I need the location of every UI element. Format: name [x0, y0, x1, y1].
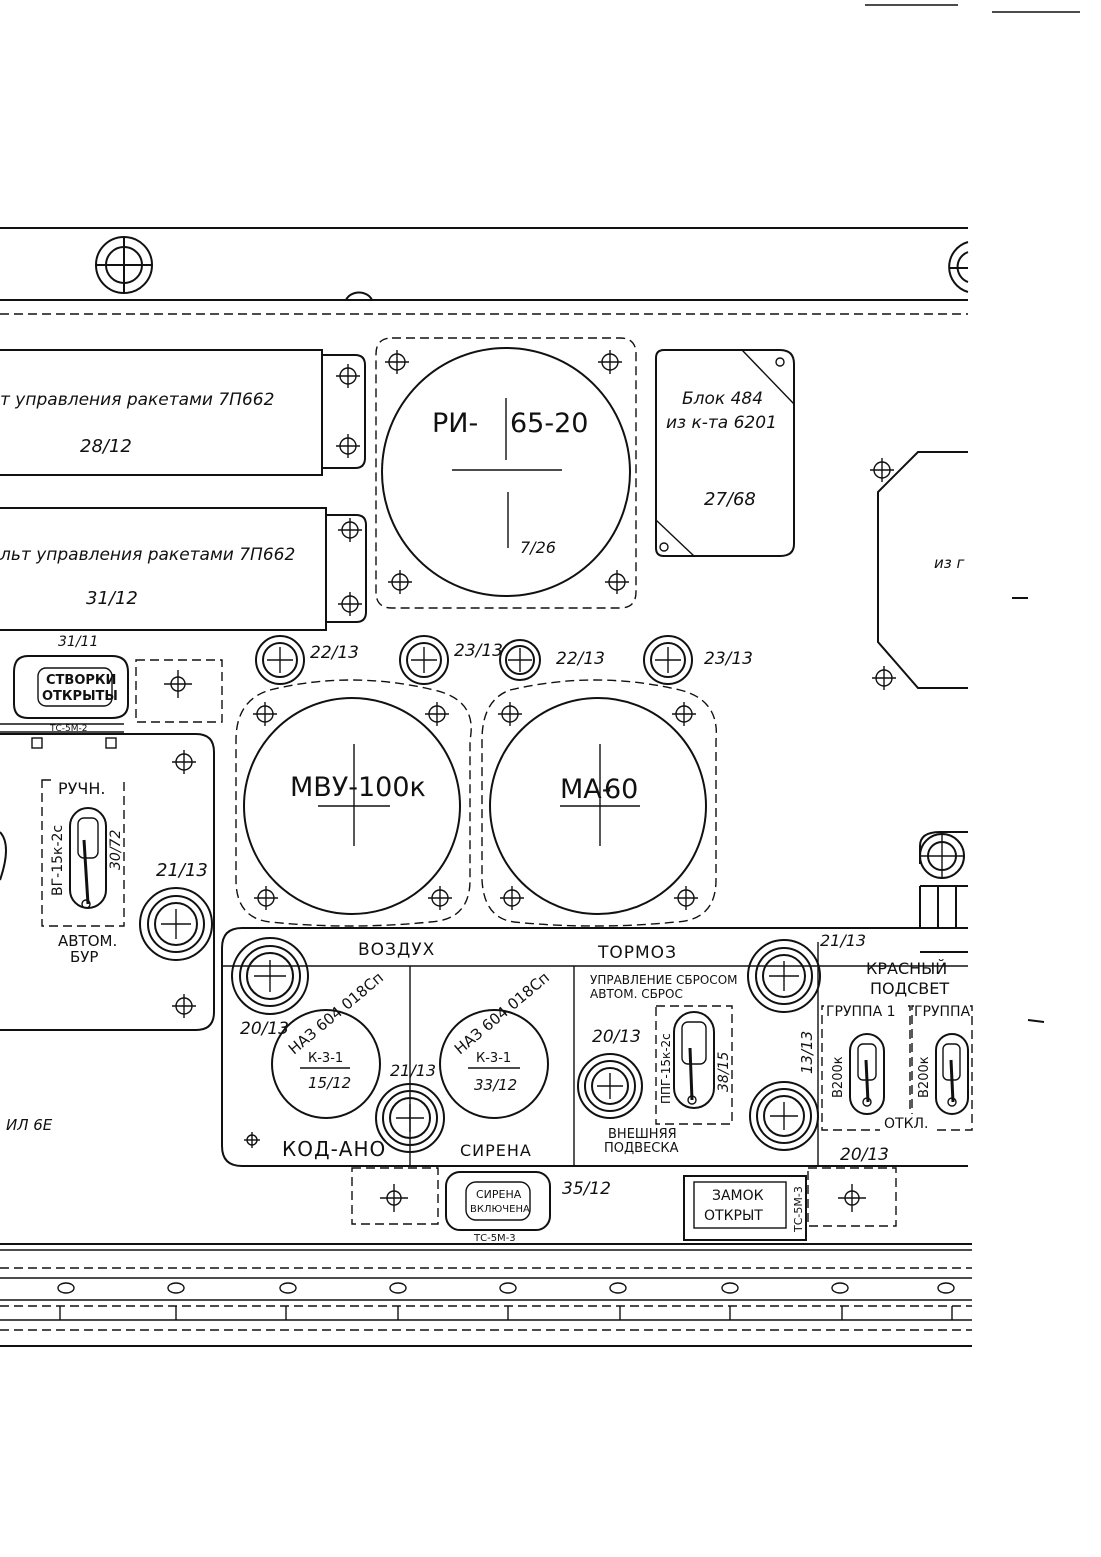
vneshnyaya2: ПОДВЕСКА: [604, 1141, 679, 1156]
podsvet-group2: ГРУППА: [914, 1004, 971, 1020]
sbros-switch-ref: 38/15: [716, 1052, 732, 1092]
sbros-switch-type: ППГ-15к-2с: [659, 1033, 673, 1104]
panel-bottom-label: льт управления ракетами 7П662: [0, 545, 295, 565]
sbros-title1: УПРАВЛЕНИЕ СБРОСОМ: [590, 973, 738, 987]
blok-484: Блок 484 из к-та 6201 27/68: [655, 349, 795, 557]
mvu-100k-indicator: МВУ- 100к: [235, 679, 472, 927]
naz-fuse-1: НАЗ 604 018Сп К-3-1 15/12: [271, 968, 387, 1119]
side-label: ИЛ 6Е: [6, 1116, 53, 1134]
left-lamp-ref: 21/13: [156, 860, 208, 881]
lamp-low: [749, 1081, 819, 1151]
blok-line2: из к-та 6201: [666, 413, 777, 433]
lamp: 23/13: [399, 635, 503, 685]
panel-bottom-number: 31/12: [86, 588, 138, 609]
lower-panel: ВОЗДУХ ТОРМОЗ 20/13 НАЗ 604 018Сп К-3-1 …: [221, 927, 968, 1167]
lamp-ref: 22/13: [310, 643, 359, 663]
blok-ref: 27/68: [704, 489, 756, 510]
right-post: [919, 831, 968, 953]
bottom-rail: [0, 1243, 972, 1347]
sirena-socket: ТС-5М-3: [473, 1233, 516, 1244]
sirena-on-line2: ВКЛЮЧЕНА: [470, 1204, 530, 1215]
ri-name-left: РИ-: [432, 408, 478, 439]
stvorki-socket: ТС-5М-2: [49, 724, 88, 734]
left-switch-bottom2: БУР: [70, 948, 98, 966]
podsvet-res1: В200к: [831, 1056, 846, 1098]
sirena-on-line1: СИРЕНА: [476, 1188, 522, 1201]
mount-square: [135, 659, 223, 723]
tormoz-label: ТОРМОЗ: [597, 943, 677, 963]
stvorki-ref: 31/11: [58, 634, 98, 650]
zamok-indicator: ЗАМОК ОТКРЫТ ТС-5М-3: [683, 1175, 807, 1241]
ri-ref: 7/26: [520, 538, 556, 557]
podsvet-title2: ПОДСВЕТ: [870, 979, 949, 998]
panel-top: т управления ракетами 7П662 28/12: [0, 349, 366, 476]
podsvet-ref: 20/13: [840, 1145, 889, 1165]
lamp-sbros: [577, 1053, 643, 1119]
blok-line1: Блок 484: [682, 389, 763, 409]
podsvet-otkl: ОТКЛ.: [884, 1116, 929, 1132]
ri-65-20-indicator: РИ- 65-20 7/26: [375, 337, 637, 609]
ma-name-right: 60: [604, 774, 638, 805]
lamp-tormoz: [747, 939, 821, 1013]
lamp: 22/13: [499, 639, 605, 681]
left-switch-block: РУЧН. ВГ-15к-2с 30/72 АВТОМ. БУР 21/13: [0, 733, 215, 1031]
lamp-vozduh: [231, 937, 309, 1015]
naz2-ref: 33/12: [474, 1076, 517, 1094]
bottom-row: СИРЕНА ВКЛЮЧЕНА ТС-5М-3 35/12 ЗАМОК ОТКР…: [351, 1167, 897, 1244]
top-frame: [0, 227, 969, 315]
right-cut-label: из г: [934, 554, 964, 572]
naz1-k: К-3-1: [308, 1051, 343, 1066]
zamok-socket: ТС-5М-3: [792, 1186, 805, 1233]
lamp-ref: 23/13: [704, 649, 753, 669]
ri-name-right: 65-20: [510, 408, 588, 439]
lamp-left-ref: 20/13: [240, 1019, 289, 1039]
panel-top-label: т управления ракетами 7П662: [0, 390, 274, 410]
kod-ano-label: КОД-АНО: [282, 1137, 386, 1161]
podsvet-title1: КРАСНЫЙ: [866, 959, 947, 978]
mvu-name-right: 100к: [358, 772, 426, 803]
sirena-ref: 35/12: [562, 1179, 611, 1199]
podsvet-group1: ГРУППА 1: [826, 1004, 896, 1020]
naz-fuse-2: НАЗ 604 018Сп К-3-1 33/12: [439, 968, 553, 1119]
panel-top-number: 28/12: [80, 436, 132, 457]
sbros-title2: АВТОМ. СБРОС: [590, 987, 683, 1001]
ma-name-left: МА-: [560, 774, 612, 805]
podsvet-block: КРАСНЫЙ ПОДСВЕТ ГРУППА 1 ГРУППА В200к В2…: [821, 959, 973, 1165]
sirena-label: СИРЕНА: [460, 1141, 532, 1160]
panel-bottom: льт управления ракетами 7П662 31/12: [0, 507, 367, 631]
left-switch-ref: 30/72: [108, 830, 124, 870]
lamp-mid-ref: 21/13: [390, 1061, 436, 1080]
lamp: 23/13: [643, 635, 753, 685]
sbros-lamp-ref: 20/13: [592, 1027, 641, 1047]
left-switch-top: РУЧН.: [58, 779, 105, 798]
naz2-k: К-3-1: [476, 1051, 511, 1066]
sirena-on-indicator: СИРЕНА ВКЛЮЧЕНА ТС-5М-3: [445, 1171, 551, 1244]
podsvet-res2: В200к: [917, 1056, 932, 1098]
lamp-ref: 23/13: [454, 641, 503, 661]
zamok-line2: ОТКРЫТ: [704, 1208, 763, 1224]
naz2-ring: НАЗ 604 018Сп: [451, 968, 553, 1058]
stvorki-indicator: 31/11 СТВОРКИ ОТКРЫТЫ ТС-5М-2: [0, 634, 129, 749]
right-cut-block: из г: [870, 451, 1045, 1023]
lamp-mid: [375, 1083, 445, 1153]
stvorki-line1: СТВОРКИ: [46, 673, 116, 688]
lamp: 22/13: [255, 635, 359, 685]
lamp-ref: 22/13: [556, 649, 605, 669]
lamp-right-ref: 21/13: [820, 931, 866, 950]
top-lamps: 22/13 23/13 22/13 23/13: [255, 635, 753, 685]
naz1-ref: 15/12: [308, 1074, 351, 1092]
mvu-name-left: МВУ-: [290, 772, 358, 803]
vozduh-label: ВОЗДУХ: [358, 940, 435, 960]
low-lamp-ref: 13/13: [798, 1031, 816, 1074]
vneshnyaya1: ВНЕШНЯЯ: [608, 1127, 677, 1142]
left-switch-type: ВГ-15к-2с: [50, 825, 66, 896]
stvorki-line2: ОТКРЫТЫ: [42, 689, 118, 704]
left-switch-bottom1: АВТОМ.: [58, 932, 117, 950]
ma-60-indicator: МА- 60: [481, 679, 718, 927]
zamok-line1: ЗАМОК: [712, 1188, 764, 1204]
